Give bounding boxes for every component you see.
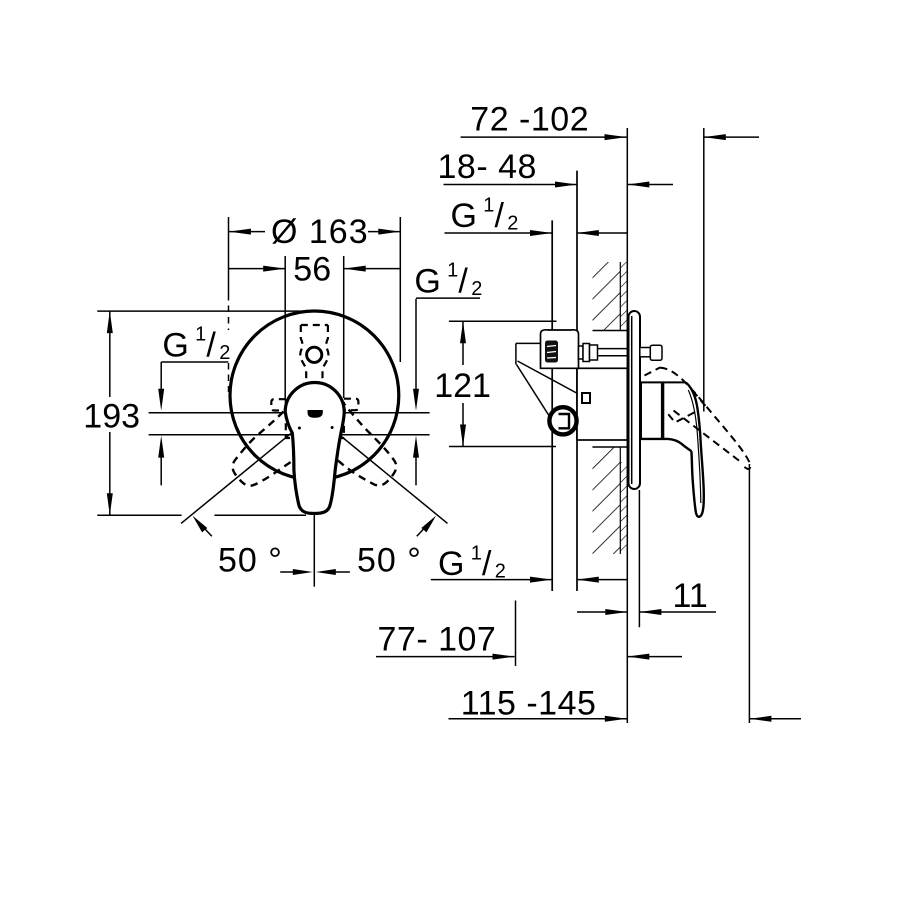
svg-text:G: G <box>438 545 464 583</box>
svg-text:18- 48: 18- 48 <box>438 148 537 186</box>
svg-text:/: / <box>458 263 468 301</box>
svg-text:1: 1 <box>471 543 482 565</box>
svg-text:56: 56 <box>293 251 331 289</box>
svg-text:2: 2 <box>507 213 518 235</box>
svg-text:G: G <box>414 263 440 301</box>
svg-text:G: G <box>162 327 188 365</box>
svg-text:2: 2 <box>219 342 230 364</box>
svg-text:1: 1 <box>195 324 206 346</box>
svg-text:115 -145: 115 -145 <box>461 685 597 723</box>
svg-text:77- 107: 77- 107 <box>378 621 497 659</box>
svg-text:50 °: 50 ° <box>218 541 283 579</box>
svg-text:72 -102: 72 -102 <box>470 100 589 138</box>
svg-text:50 °: 50 ° <box>357 541 422 579</box>
svg-text:2: 2 <box>471 278 482 300</box>
svg-text:1: 1 <box>447 260 458 282</box>
svg-text:2: 2 <box>495 561 506 583</box>
svg-text:/: / <box>495 197 505 235</box>
svg-text:/: / <box>482 545 492 583</box>
svg-text:1: 1 <box>483 195 494 217</box>
svg-text:/: / <box>206 327 216 365</box>
svg-text:121: 121 <box>434 367 491 405</box>
svg-text:11: 11 <box>673 577 708 615</box>
svg-text:G: G <box>451 197 477 235</box>
svg-text:Ø 163: Ø 163 <box>271 213 369 251</box>
svg-text:193: 193 <box>83 398 140 436</box>
